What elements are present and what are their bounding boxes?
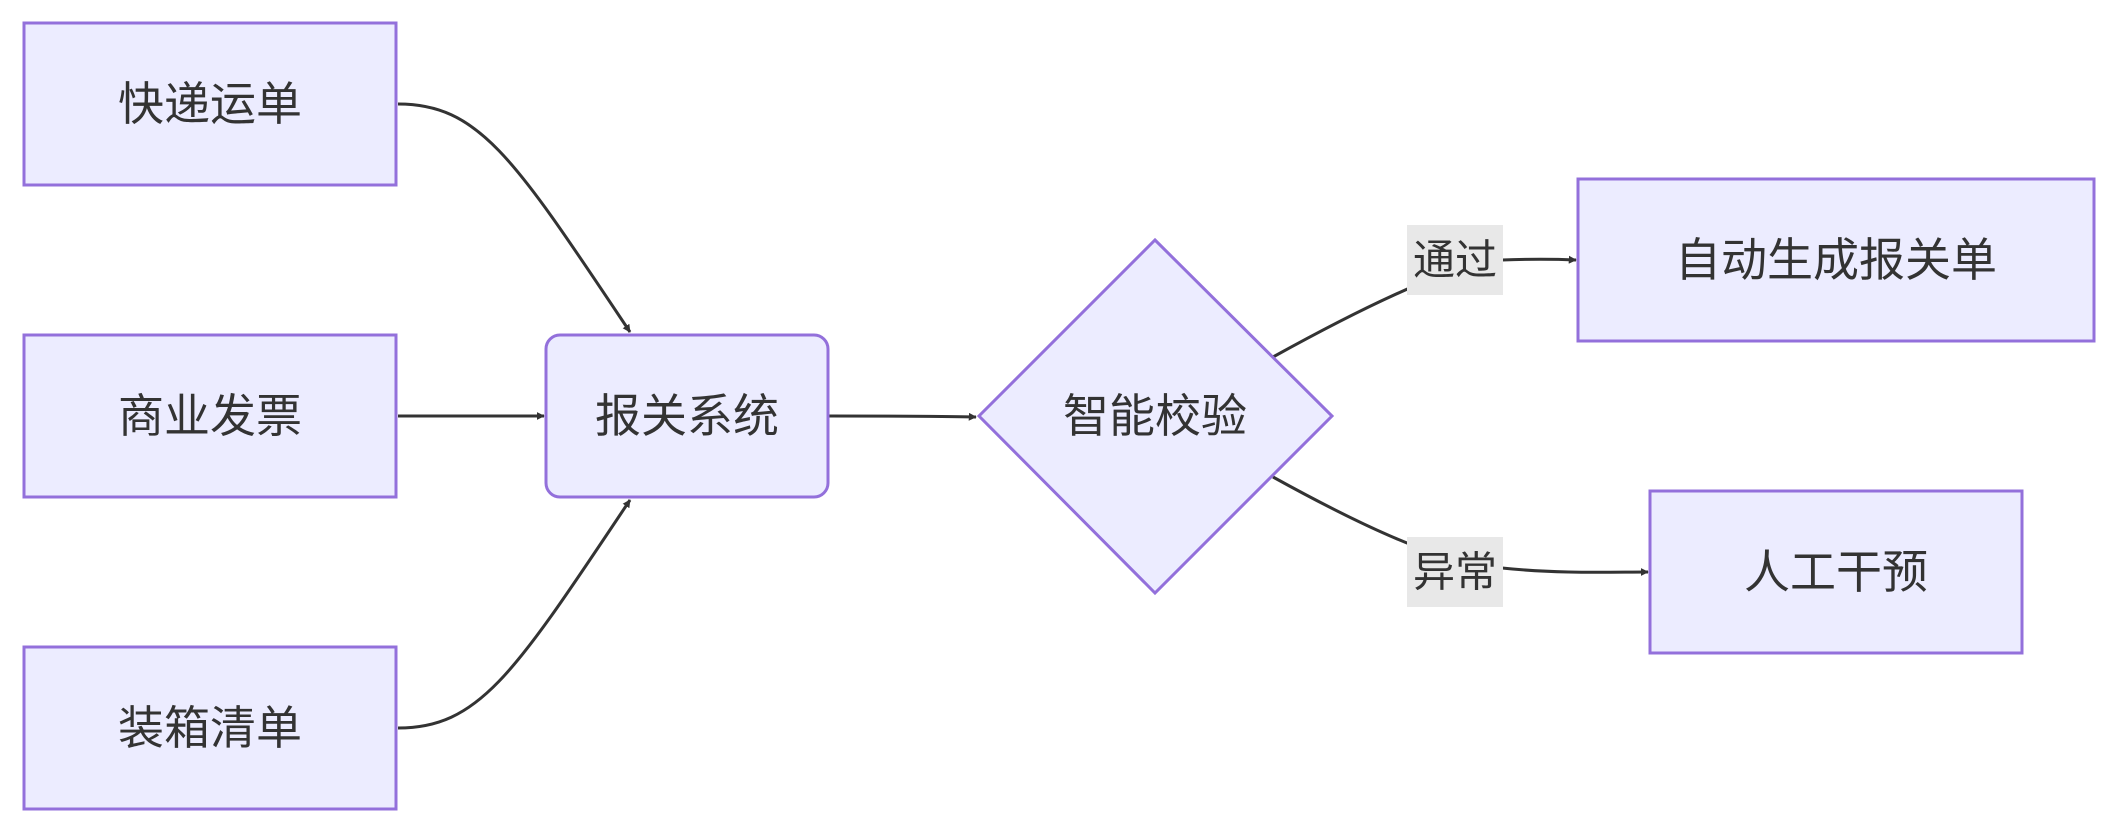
node-label: 快递运单	[118, 77, 302, 131]
node-label: 商业发票	[118, 389, 302, 443]
edge-packing-to-system	[397, 499, 632, 730]
edge-waybill-to-system	[397, 102, 632, 333]
node-auto-generate[interactable]: 自动生成报关单	[1576, 177, 2096, 343]
node-packing-list[interactable]: 装箱清单	[22, 645, 398, 811]
node-label: 装箱清单	[118, 701, 302, 755]
edge-label-text: 通过	[1413, 236, 1497, 285]
node-manual-intervention[interactable]: 人工干预	[1648, 489, 2024, 655]
node-commercial-invoice[interactable]: 商业发票	[22, 333, 398, 499]
node-smart-check[interactable]: 智能校验	[976, 237, 1335, 596]
edge-label-pass: 通过	[1407, 225, 1503, 295]
node-label: 自动生成报关单	[1675, 233, 1997, 287]
node-label: 智能校验	[1063, 389, 1247, 443]
edge-system-to-check	[828, 412, 977, 421]
node-express-waybill[interactable]: 快递运单	[22, 21, 398, 187]
node-label: 人工干预	[1744, 545, 1928, 599]
edge-label-exception: 异常	[1407, 537, 1503, 607]
edge-label-text: 异常	[1413, 548, 1497, 597]
node-customs-system[interactable]: 报关系统	[544, 333, 830, 499]
node-label: 报关系统	[595, 389, 779, 443]
